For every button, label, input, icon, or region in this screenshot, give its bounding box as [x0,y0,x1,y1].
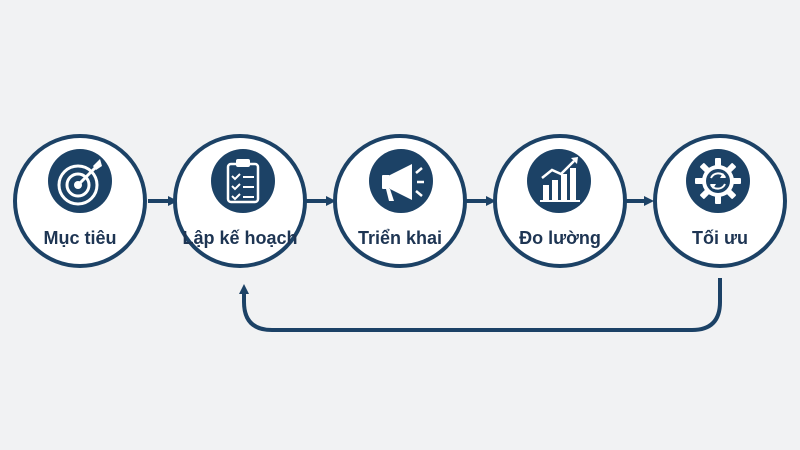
step-do-luong: Đo lường [493,134,627,268]
step-label: Triển khai [358,228,442,248]
step-toi-uu: Tối ưu [653,134,787,268]
step-label: Tối ưu [692,228,748,248]
gear-refresh-icon [686,149,750,213]
step-label: Đo lường [519,228,601,248]
megaphone-icon [369,149,433,213]
feedback-loop-arrow [239,278,722,332]
step-trien-khai: Triển khai [333,134,467,268]
step-label: Lập kế hoạch [182,228,297,248]
step-label: Mục tiêu [43,228,116,248]
bar-chart-growth-icon [527,149,591,213]
step-muc-tieu: Mục tiêu [13,134,147,268]
step-lap-ke-hoach: Lập kế hoạch [173,134,307,268]
clipboard-checklist-icon [211,149,275,213]
target-icon [48,149,112,213]
